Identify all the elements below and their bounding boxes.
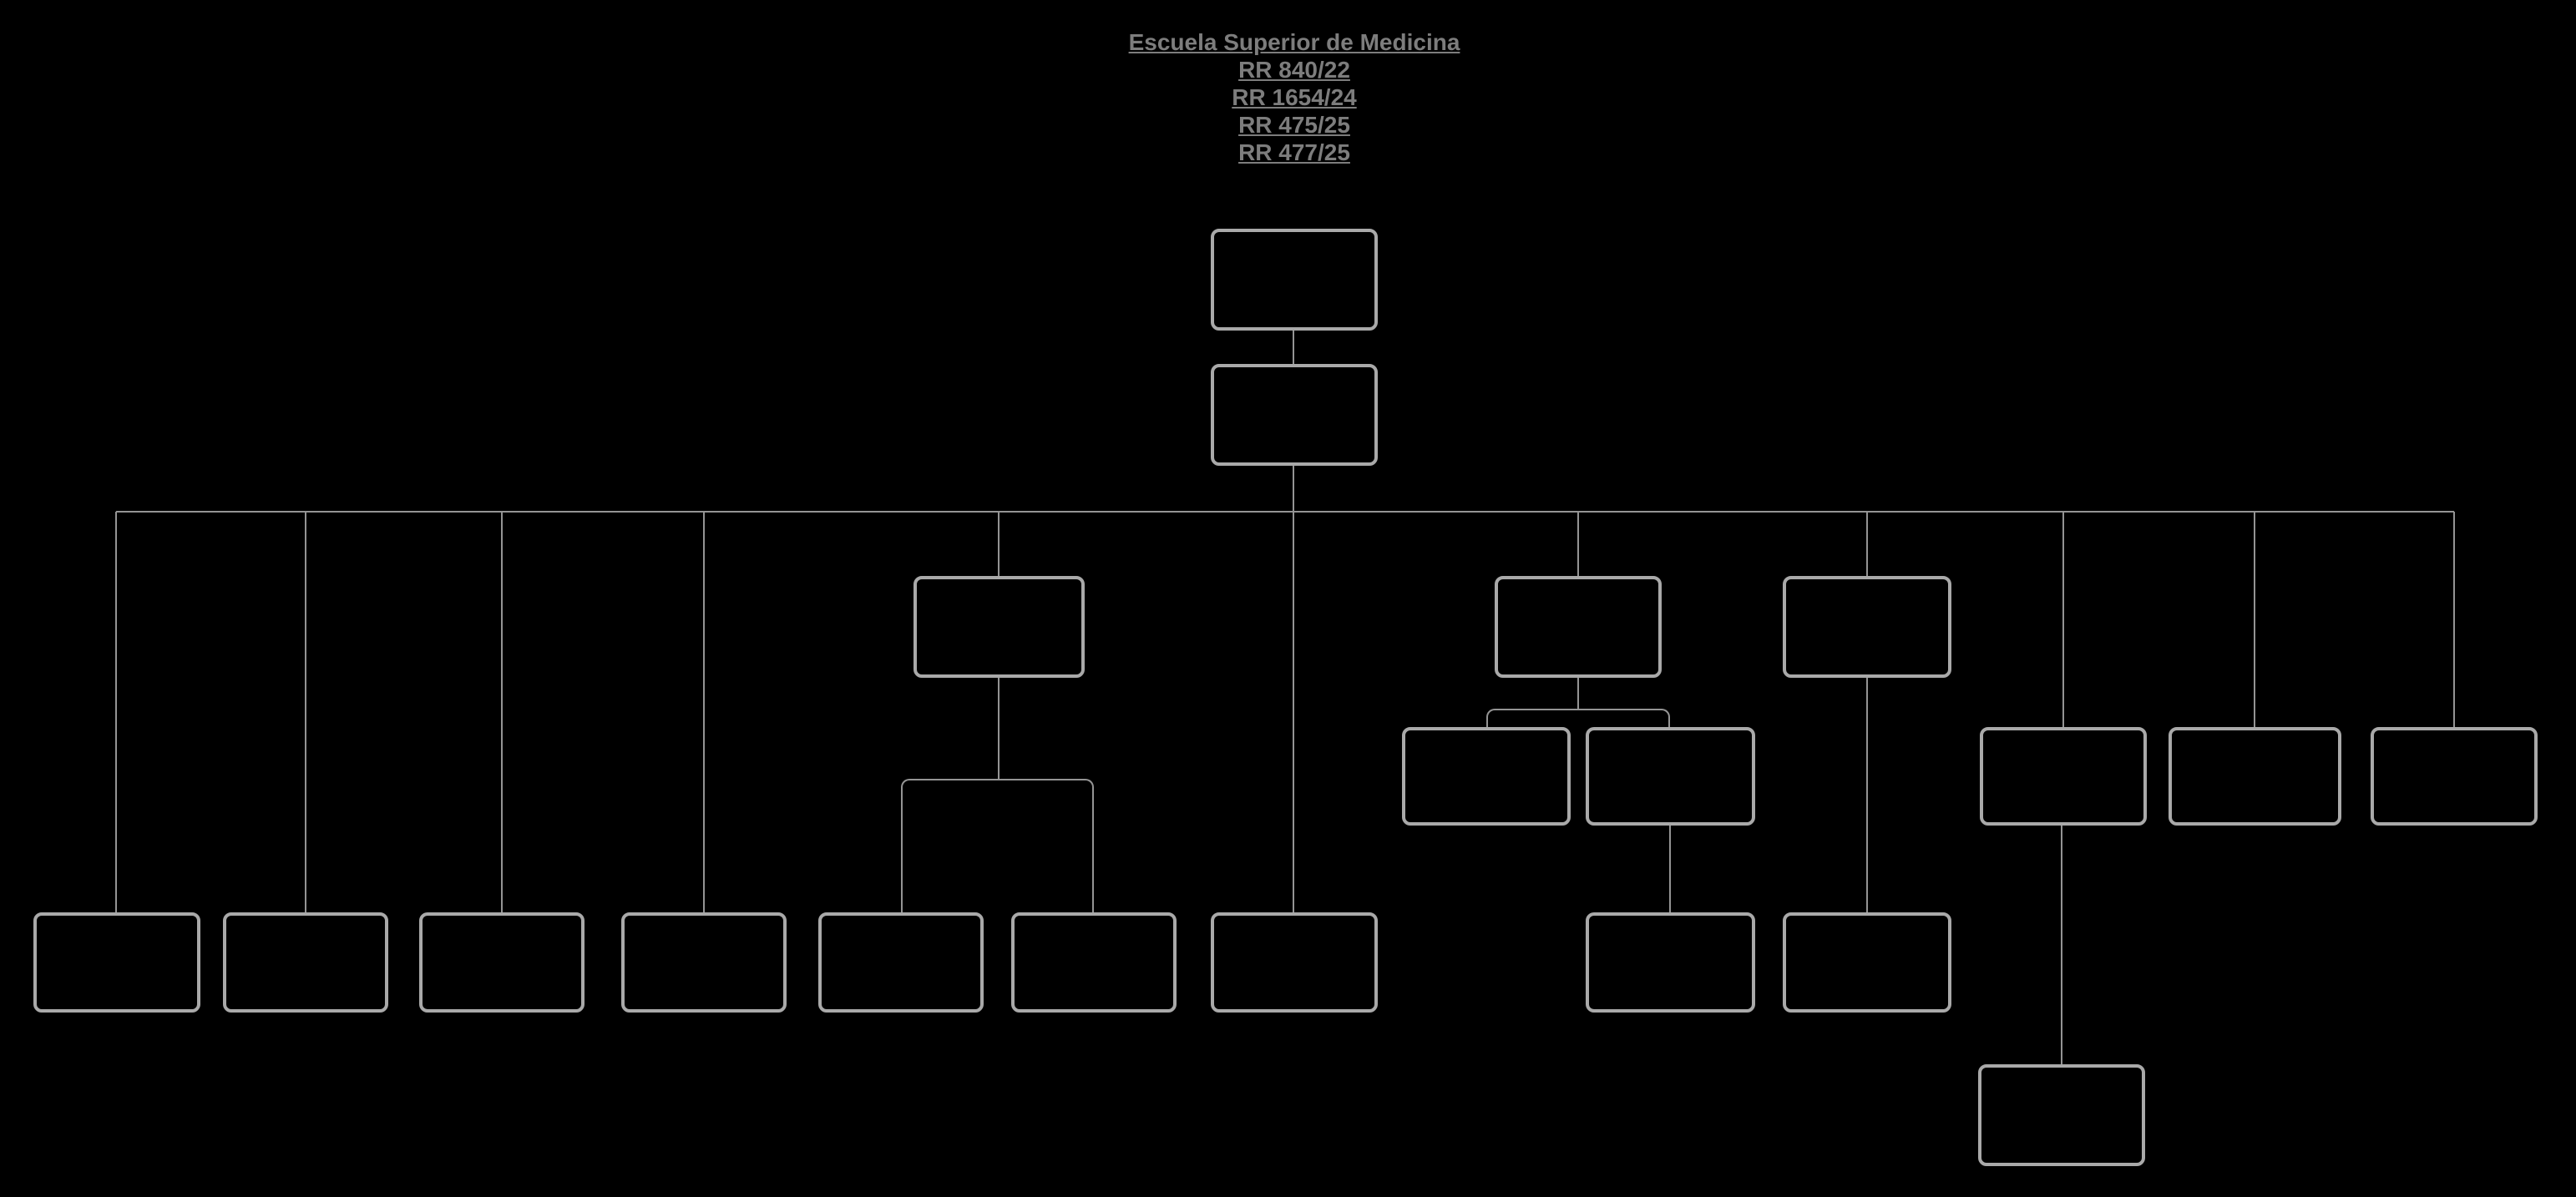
org-node-branch-8-leaf[interactable] bbox=[1783, 912, 1951, 1013]
org-node-branch-9-leaf[interactable] bbox=[1978, 1064, 2145, 1166]
org-node-branch-5-leaf-1[interactable] bbox=[818, 912, 984, 1013]
connector-split-bracket bbox=[1486, 709, 1670, 727]
org-node-branch-7-mid[interactable] bbox=[1495, 576, 1662, 678]
connector-vertical-line bbox=[115, 512, 117, 912]
connector-vertical-line bbox=[501, 512, 503, 912]
org-node-branch-3-leaf[interactable] bbox=[419, 912, 585, 1013]
org-node-branch-7-child-1[interactable] bbox=[1402, 727, 1571, 826]
title-link-rr-1654-24[interactable]: RR 1654/24 bbox=[1232, 84, 1357, 110]
org-node-level2[interactable] bbox=[1211, 364, 1378, 466]
org-node-branch-8-mid[interactable] bbox=[1783, 576, 1951, 678]
org-node-branch-9-mid[interactable] bbox=[1980, 727, 2147, 826]
connector-vertical-line bbox=[998, 678, 1000, 779]
org-node-branch-5-leaf-2[interactable] bbox=[1011, 912, 1177, 1013]
org-node-branch-6-leaf[interactable] bbox=[1211, 912, 1378, 1013]
title-link-escuela-superior-de-medicina[interactable]: Escuela Superior de Medicina bbox=[1128, 29, 1460, 55]
org-node-branch-10-mid[interactable] bbox=[2169, 727, 2341, 826]
connector-vertical-line bbox=[305, 512, 306, 912]
connector-vertical-line bbox=[1293, 512, 1294, 912]
connector-vertical-line bbox=[998, 512, 1000, 576]
connector-vertical-line bbox=[2061, 826, 2062, 1064]
org-node-level1-root[interactable] bbox=[1211, 229, 1378, 331]
org-node-branch-1-leaf[interactable] bbox=[33, 912, 200, 1013]
connector-vertical-line bbox=[2254, 512, 2255, 727]
connector-vertical-line bbox=[1577, 678, 1579, 709]
org-node-branch-7-child-2[interactable] bbox=[1586, 727, 1755, 826]
connector-vertical-line bbox=[1866, 678, 1868, 912]
org-node-branch-11-mid[interactable] bbox=[2371, 727, 2538, 826]
connector-vertical-line bbox=[1866, 512, 1868, 576]
connector-vertical-line bbox=[1669, 826, 1671, 912]
chart-title-block: Escuela Superior de Medicina RR 840/22 R… bbox=[960, 28, 1628, 166]
connector-vertical-line bbox=[2062, 512, 2064, 727]
connector-horizontal-line bbox=[116, 511, 2454, 513]
org-node-branch-4-leaf[interactable] bbox=[621, 912, 787, 1013]
connector-split-bracket bbox=[901, 779, 1094, 912]
connector-vertical-line bbox=[703, 512, 705, 912]
connector-vertical-line bbox=[1293, 331, 1294, 364]
connector-vertical-line bbox=[1577, 512, 1579, 576]
title-link-rr-840-22[interactable]: RR 840/22 bbox=[1238, 57, 1350, 83]
org-node-branch-2-leaf[interactable] bbox=[223, 912, 388, 1013]
org-node-branch-5-mid[interactable] bbox=[913, 576, 1085, 678]
title-link-rr-477-25[interactable]: RR 477/25 bbox=[1238, 139, 1350, 165]
connector-vertical-line bbox=[1293, 466, 1294, 512]
connector-vertical-line bbox=[2453, 512, 2455, 727]
title-link-rr-475-25[interactable]: RR 475/25 bbox=[1238, 112, 1350, 138]
org-node-branch-7-leaf[interactable] bbox=[1586, 912, 1755, 1013]
